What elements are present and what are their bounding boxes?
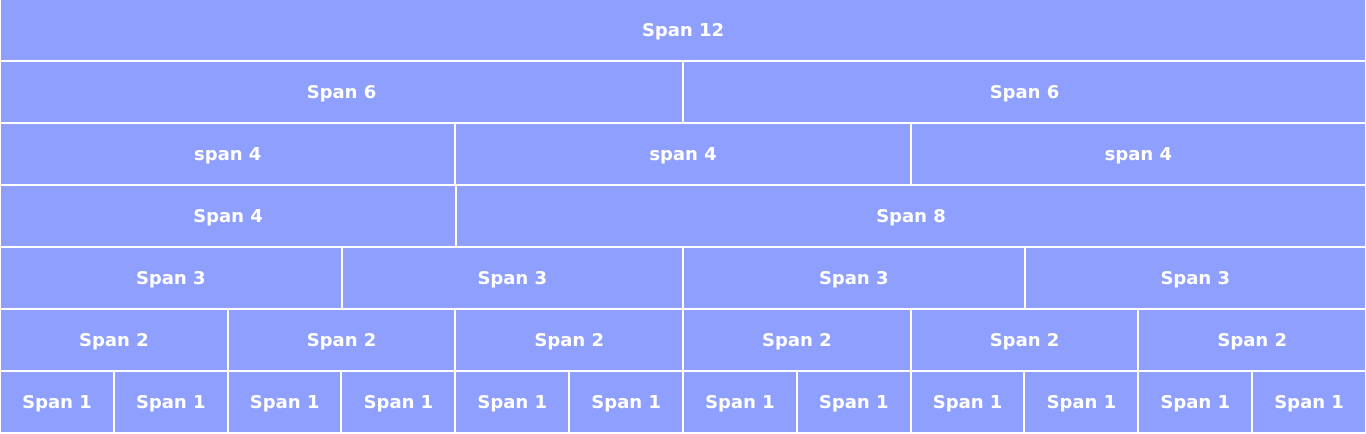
grid-cell-span-2: Span 2 bbox=[456, 310, 683, 370]
grid-row-span-1: Span 1 Span 1 Span 1 Span 1 Span 1 Span … bbox=[1, 372, 1365, 432]
grid-cell-span-3: Span 3 bbox=[342, 248, 682, 308]
grid-cell-span-1: Span 1 bbox=[1, 372, 113, 432]
grid-cell-span-12: Span 12 bbox=[1, 0, 1365, 60]
grid-cell-span-3: Span 3 bbox=[1, 248, 341, 308]
grid-cell-span-1: Span 1 bbox=[114, 372, 227, 432]
grid-cell-span-1: Span 1 bbox=[1253, 372, 1365, 432]
grid-cell-span-4: span 4 bbox=[1, 124, 455, 184]
grid-cell-span-4: Span 4 bbox=[1, 186, 455, 246]
grid-row-span-3: Span 3 Span 3 Span 3 Span 3 bbox=[1, 248, 1365, 308]
grid-cell-span-2: Span 2 bbox=[228, 310, 455, 370]
grid-cell-span-4: span 4 bbox=[456, 124, 910, 184]
grid-row-span-6: Span 6 Span 6 bbox=[1, 62, 1365, 122]
grid-cell-span-2: Span 2 bbox=[1139, 310, 1366, 370]
grid-cell-span-2: Span 2 bbox=[911, 310, 1138, 370]
grid-cell-span-8: Span 8 bbox=[457, 186, 1365, 246]
grid-cell-span-6: Span 6 bbox=[684, 62, 1365, 122]
grid-cell-span-1: Span 1 bbox=[683, 372, 796, 432]
grid-cell-span-1: Span 1 bbox=[228, 372, 341, 432]
grid-row-span-4-8: Span 4 Span 8 bbox=[1, 186, 1365, 246]
grid-cell-span-3: Span 3 bbox=[1025, 248, 1365, 308]
grid-row-span-2: Span 2 Span 2 Span 2 Span 2 Span 2 Span … bbox=[1, 310, 1366, 370]
grid-cell-span-1: Span 1 bbox=[1025, 372, 1138, 432]
grid-cell-span-2: Span 2 bbox=[1, 310, 227, 370]
grid-cell-span-1: Span 1 bbox=[342, 372, 455, 432]
grid-cell-span-1: Span 1 bbox=[570, 372, 682, 432]
grid-row-span-12: Span 12 bbox=[1, 0, 1365, 60]
grid-cell-span-1: Span 1 bbox=[456, 372, 569, 432]
grid-cell-span-3: Span 3 bbox=[684, 248, 1024, 308]
grid-cell-span-6: Span 6 bbox=[1, 62, 682, 122]
grid-cell-span-1: Span 1 bbox=[911, 372, 1024, 432]
grid-cell-span-1: Span 1 bbox=[1139, 372, 1252, 432]
grid-row-span-4: span 4 span 4 span 4 bbox=[1, 124, 1365, 184]
grid-cell-span-4: span 4 bbox=[911, 124, 1365, 184]
grid-cell-span-1: Span 1 bbox=[797, 372, 910, 432]
grid-cell-span-2: Span 2 bbox=[684, 310, 910, 370]
